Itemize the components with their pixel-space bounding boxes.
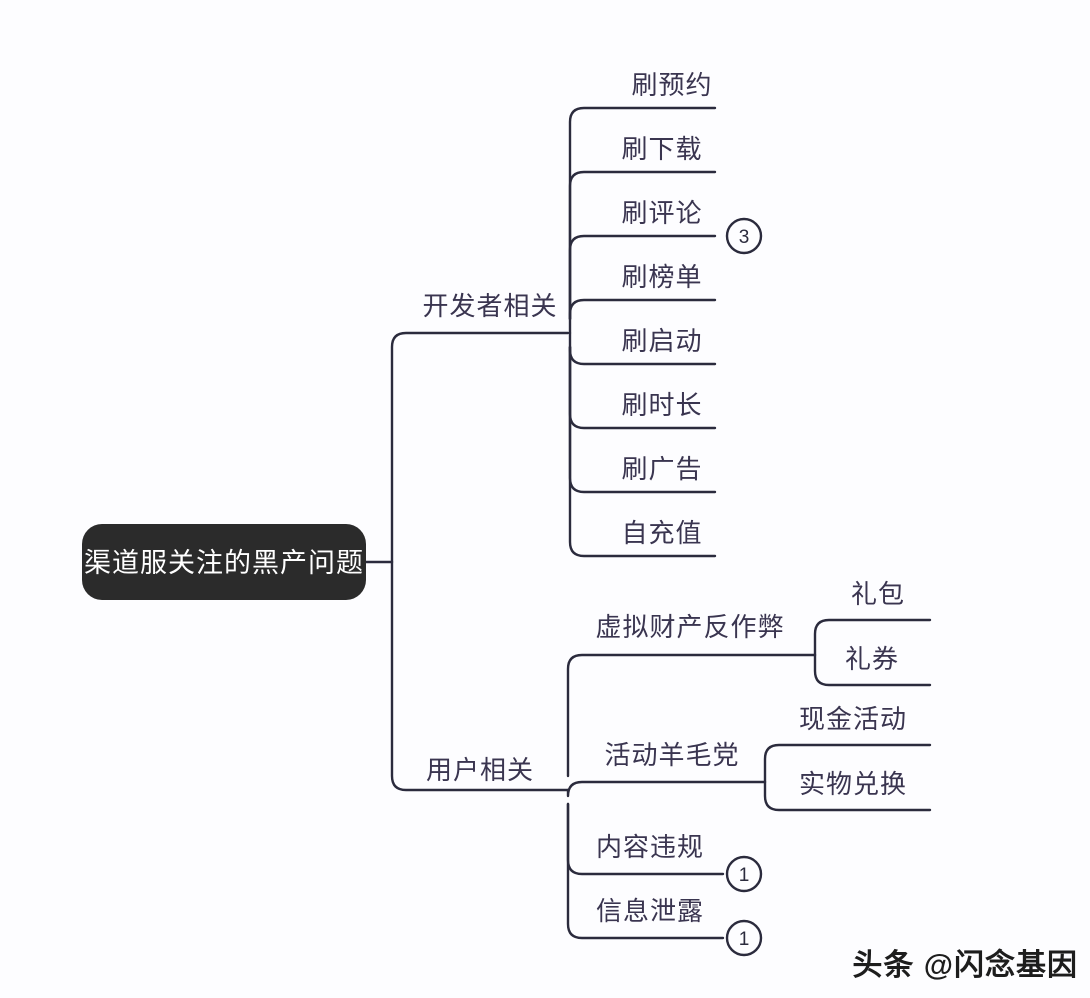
developer-leaf-labels: 刷预约 刷下载 刷评论 刷榜单 刷启动 刷时长 刷广告 自充值 (621, 70, 712, 548)
connector-activity-sub-2 (763, 780, 932, 812)
connector-user-leaf-2 (566, 780, 767, 798)
connector-virtual-sub-1 (813, 618, 932, 657)
connector-activity-sub-1 (763, 743, 932, 784)
connector-trunk-up (390, 331, 570, 564)
leaf-label-shua-pinglun[interactable]: 刷评论 (621, 198, 702, 228)
badge-circle[interactable] (725, 855, 763, 893)
connector-dev-leaf-8 (568, 345, 717, 558)
badge-circle[interactable] (725, 217, 763, 255)
badge-circle[interactable] (725, 919, 763, 957)
root-node-box[interactable] (82, 524, 366, 600)
root-node-label: 渠道服关注的黑产问题 (84, 548, 364, 578)
connector-user-leaf-4 (566, 802, 725, 940)
badge-shua-pinglun[interactable]: 3 (725, 217, 763, 255)
subleaf-label-gift-voucher[interactable]: 礼券 (845, 644, 899, 674)
badge-count: 1 (739, 865, 750, 886)
branch-labels: 开发者相关 用户相关 (422, 291, 557, 785)
leaf-label-info-leak[interactable]: 信息泄露 (596, 896, 704, 926)
branch-label-user[interactable]: 用户相关 (426, 755, 534, 785)
watermark-label: 头条 @闪念基因 (852, 948, 1078, 982)
badge-info-leak[interactable]: 1 (725, 919, 763, 957)
leaf-label-zichongzhi[interactable]: 自充值 (621, 518, 702, 548)
connector-dev-leaf-1 (568, 106, 717, 321)
leaf-label-shua-xiazai[interactable]: 刷下载 (621, 134, 702, 164)
leaf-label-shua-guanggao[interactable]: 刷广告 (621, 454, 702, 484)
root-node[interactable]: 渠道服关注的黑产问题 (82, 524, 366, 600)
connector-trunk-down (390, 560, 570, 792)
leaf-label-shua-yuyue[interactable]: 刷预约 (631, 70, 712, 100)
watermark: 头条 @闪念基因 (852, 948, 1078, 982)
connector-dev-leaf-2 (568, 170, 717, 321)
badge-count: 3 (739, 227, 750, 248)
subleaf-label-physical-exchange[interactable]: 实物兑换 (799, 769, 907, 799)
leaf-label-shua-shichang[interactable]: 刷时长 (621, 390, 702, 420)
connector-virtual-sub-2 (813, 653, 932, 687)
connector-layer (364, 106, 932, 940)
leaf-label-virtual-property[interactable]: 虚拟财产反作弊 (595, 612, 784, 642)
leaf-label-shua-bangdan[interactable]: 刷榜单 (621, 262, 702, 292)
subleaf-label-gift-pack[interactable]: 礼包 (851, 579, 905, 609)
leaf-label-activity-wool-party[interactable]: 活动羊毛党 (604, 740, 739, 770)
badge-count: 1 (739, 929, 750, 950)
connector-user-leaf-1 (566, 653, 817, 778)
leaf-label-shua-qidong[interactable]: 刷启动 (621, 326, 702, 356)
user-leaf-labels: 虚拟财产反作弊 活动羊毛党 内容违规 信息泄露 (595, 612, 784, 926)
subleaf-label-cash-activity[interactable]: 现金活动 (799, 704, 907, 734)
connector-dev-leaf-4 (568, 298, 717, 335)
badge-content-violation[interactable]: 1 (725, 855, 763, 893)
leaf-label-content-violation[interactable]: 内容违规 (596, 832, 704, 862)
connector-dev-leaf-3 (568, 234, 717, 321)
sub-leaf-labels: 礼包 礼券 现金活动 实物兑换 (799, 579, 907, 799)
branch-label-developer[interactable]: 开发者相关 (422, 291, 557, 321)
badge-layer: 3 1 1 (725, 217, 763, 957)
